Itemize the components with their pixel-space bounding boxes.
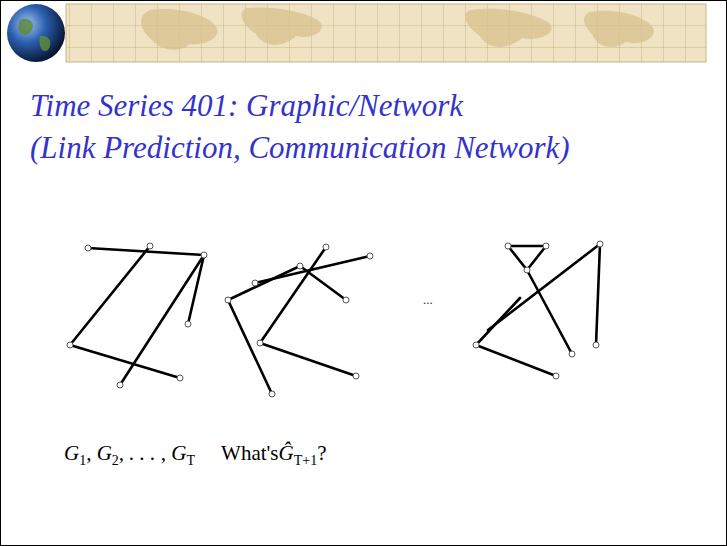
slide-title: Time Series 401: Graphic/Network [30,88,463,124]
math-text: ? [317,441,326,466]
math-text: G [64,441,79,466]
graph-g2 [228,247,370,394]
math-text: , G [86,441,112,466]
header-map-band [66,4,706,62]
slide-subtitle: (Link Prediction, Communication Network) [30,130,570,166]
math-text: What's [221,441,278,466]
math-subscript: 1 [79,453,86,469]
globe-icon [7,4,65,62]
graph-gt [476,244,600,376]
formula: G1, G2, . . . , GT What'sĜT+1? [64,441,326,466]
graph-g1 [70,246,204,385]
ellipsis: ... [423,292,433,308]
math-subscript: 2 [112,453,119,469]
math-text: , . . . , G [119,441,187,466]
math-subscript: T [187,453,196,469]
graph-gt-dots [473,241,603,379]
math-subscript: T+1 [294,453,317,469]
math-text: Ĝ [279,441,294,466]
graph-g1-dots [67,243,207,388]
graph-g2-dots [225,244,373,397]
